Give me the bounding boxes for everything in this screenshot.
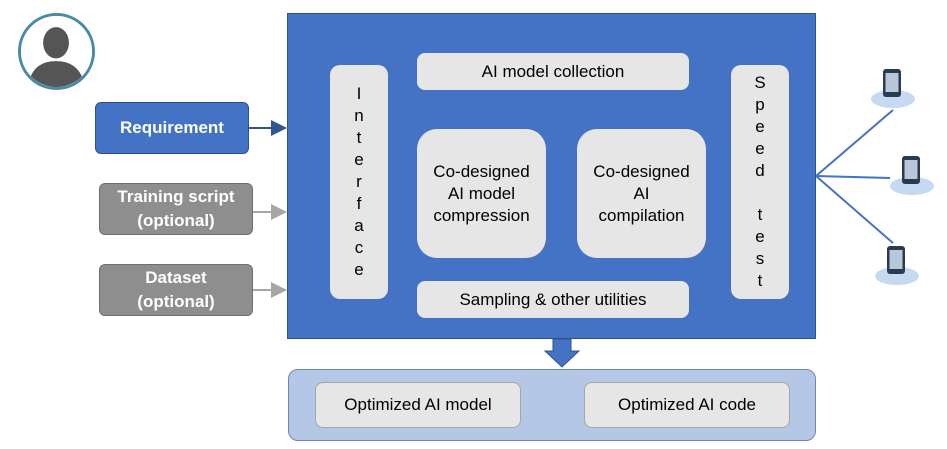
vertical-letter: t <box>356 128 362 147</box>
vertical-letter: f <box>356 194 362 213</box>
vertical-letter: e <box>354 260 364 279</box>
model-collection-box: AI model collection <box>417 53 689 90</box>
dataset-box: Dataset (optional) <box>99 264 253 316</box>
vertical-letter: d <box>755 161 765 180</box>
requirement-box: Requirement <box>95 102 249 154</box>
smartphone-icon <box>875 246 919 285</box>
codesigned-compilation-box: Co-designed AI compilation <box>577 129 706 258</box>
vertical-letter: c <box>354 238 364 257</box>
down-arrow <box>543 338 581 368</box>
training-script-box: Training script (optional) <box>99 183 253 235</box>
vertical-letter: p <box>755 95 765 114</box>
phone-link-middle <box>815 175 891 179</box>
vertical-letter: r <box>356 172 362 191</box>
vertical-letter: n <box>354 106 364 125</box>
optimized-code-box: Optimized AI code <box>584 382 790 428</box>
vertical-letter: e <box>755 227 765 246</box>
codesigned-compression-box: Co-designed AI model compression <box>417 129 546 258</box>
smartphone-icon <box>871 69 915 108</box>
vertical-letter: S <box>754 73 766 92</box>
phone-link-top <box>815 109 894 177</box>
vertical-letter <box>758 182 763 204</box>
vertical-letter: t <box>757 271 763 290</box>
sampling-utilities-box: Sampling & other utilities <box>417 281 689 318</box>
vertical-letter: t <box>757 205 763 224</box>
user-avatar-icon <box>18 13 95 90</box>
vertical-letter: e <box>755 139 765 158</box>
vertical-letter: I <box>356 84 362 103</box>
vertical-letter: s <box>755 249 765 268</box>
vertical-letter: a <box>354 216 364 235</box>
vertical-letter: e <box>755 117 765 136</box>
phone-link-bottom <box>815 175 894 244</box>
vertical-letter: e <box>354 150 364 169</box>
optimized-model-box: Optimized AI model <box>315 382 521 428</box>
smartphone-icon <box>890 156 934 195</box>
